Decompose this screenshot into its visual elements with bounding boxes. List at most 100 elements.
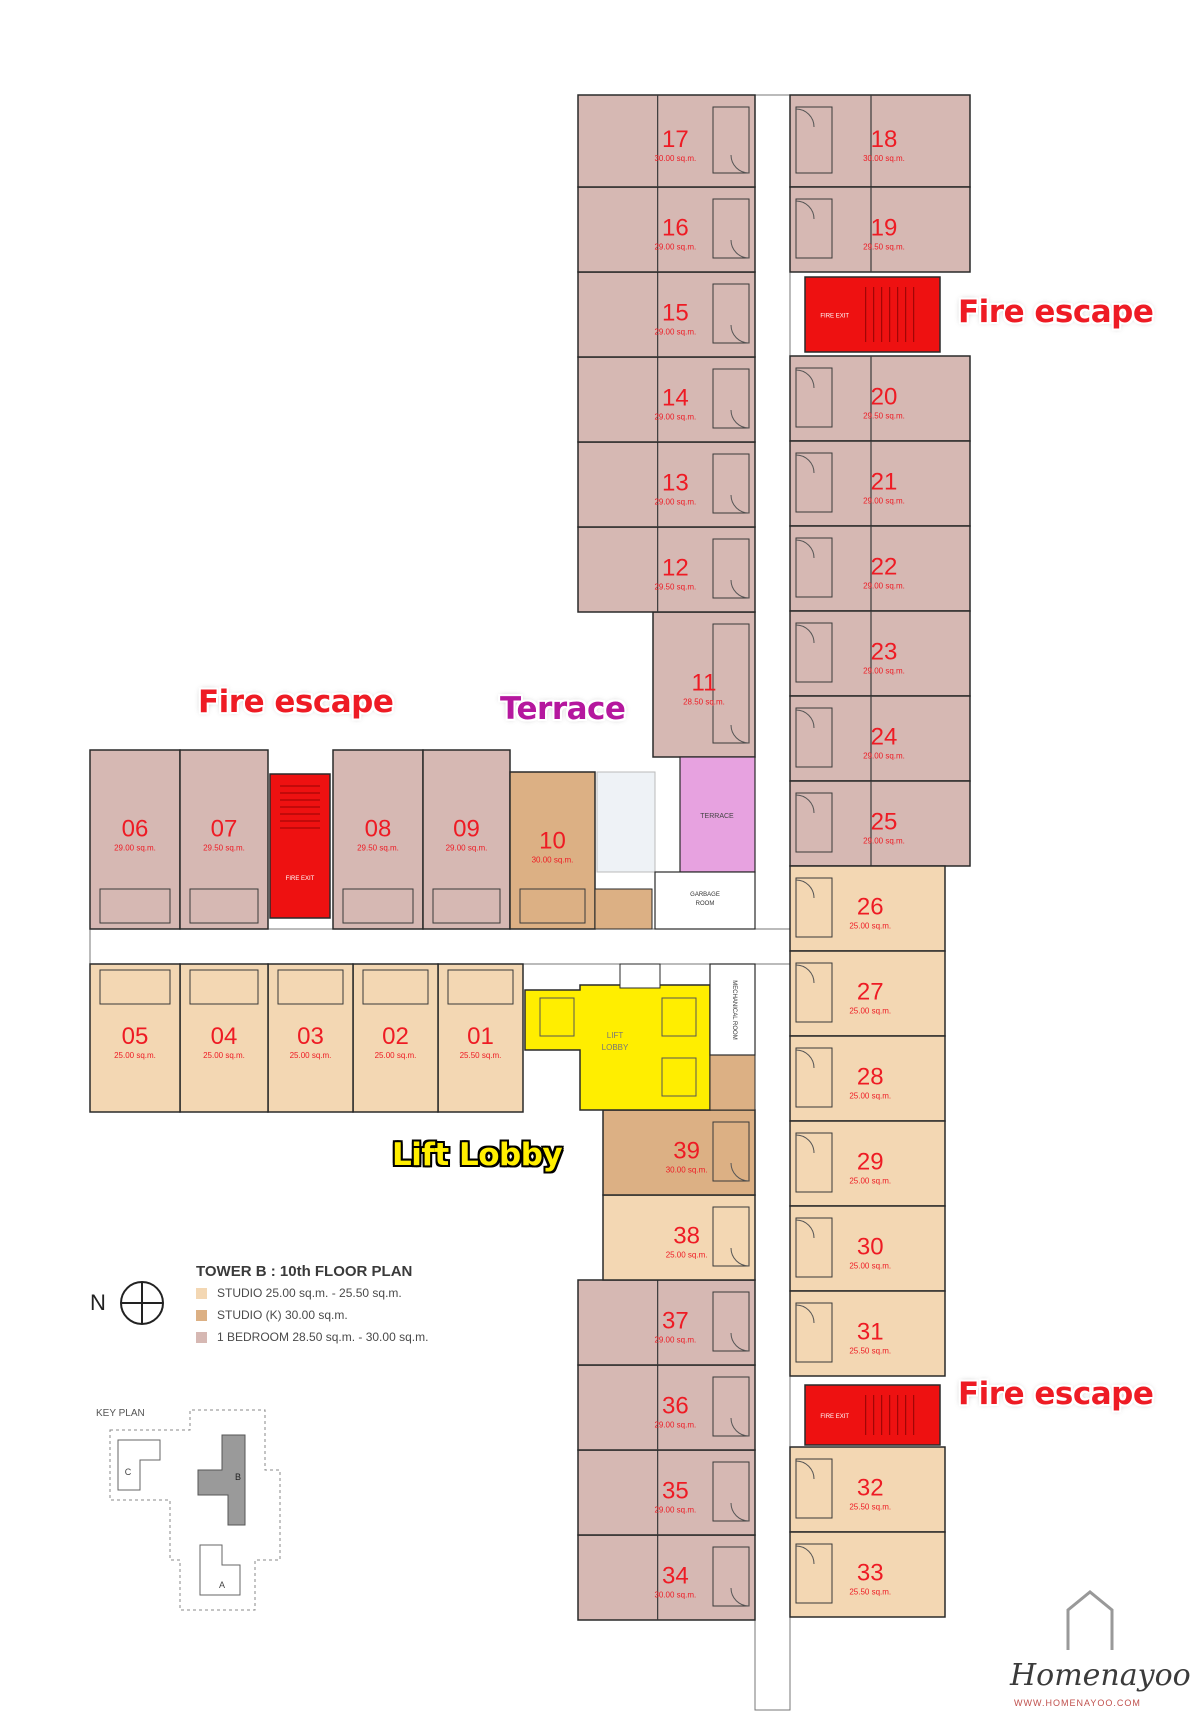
unit-27-number: 27 (857, 979, 884, 1006)
unit-18-door-swing (795, 108, 815, 128)
unit-09-bath (432, 888, 501, 924)
unit-15-area: 29.00 sq.m. (654, 328, 696, 337)
unit-18-bath (795, 106, 833, 174)
unit-29-area: 25.00 sq.m. (849, 1177, 891, 1186)
unit-30-door-swing (795, 1219, 815, 1239)
unit-28-bath (795, 1047, 833, 1108)
unit-12-area: 29.50 sq.m. (654, 583, 696, 592)
unit-24-area: 29.00 sq.m. (863, 752, 905, 761)
unit-04-number: 04 (211, 1023, 238, 1050)
unit-38-area: 25.00 sq.m. (666, 1251, 708, 1260)
legend-title: TOWER B : 10th FLOOR PLAN (196, 1263, 412, 1280)
unit-25-area: 29.00 sq.m. (863, 837, 905, 846)
unit-24-number: 24 (871, 724, 898, 751)
key-plan-block-b (197, 1434, 246, 1526)
unit-19-area: 29.50 sq.m. (863, 243, 905, 252)
unit-32-number: 32 (857, 1475, 884, 1502)
fire-exit-west: FIRE EXIT (269, 773, 331, 919)
unit-21-number: 21 (871, 469, 898, 496)
unit-39-door-swing (730, 1162, 750, 1182)
unit-32-area: 25.50 sq.m. (849, 1503, 891, 1512)
garbage-label-1: GARBAGE (690, 892, 720, 898)
unit-39-bath (712, 1121, 750, 1182)
unit-11-area: 28.50 sq.m. (683, 698, 725, 707)
terrace-open-void (596, 771, 656, 873)
unit-18-room (789, 94, 971, 188)
unit-26-number: 26 (857, 894, 884, 921)
unit-05-area: 25.00 sq.m. (114, 1051, 156, 1060)
unit-22-door-swing (795, 539, 815, 559)
unit-36-bath (712, 1376, 750, 1437)
unit-17-area: 30.00 sq.m. (654, 154, 696, 163)
unit-07-area: 29.50 sq.m. (203, 844, 245, 853)
unit-12-number: 12 (662, 555, 689, 582)
legend-row-studio: STUDIO 25.00 sq.m. - 25.50 sq.m. (196, 1286, 402, 1300)
legend-row-one-bedroom: 1 BEDROOM 28.50 sq.m. - 30.00 sq.m. (196, 1330, 428, 1344)
key-plan-site-boundary (109, 1409, 281, 1611)
unit-02-room (352, 963, 439, 1113)
unit-17-room (577, 94, 756, 188)
legend-label-studio-k: STUDIO (K) 30.00 sq.m. (217, 1308, 348, 1322)
unit-01-area: 25.50 sq.m. (460, 1051, 502, 1060)
unit-06-number: 06 (122, 816, 149, 843)
lift-car-2 (661, 997, 697, 1037)
unit-31-area: 25.50 sq.m. (849, 1347, 891, 1356)
legend-swatch-studio-k (196, 1309, 207, 1321)
legend-row-studio-k: STUDIO (K) 30.00 sq.m. (196, 1308, 348, 1322)
unit-12-door-swing (730, 579, 750, 599)
west-corridor (89, 928, 791, 965)
legend-label-one-bedroom: 1 BEDROOM 28.50 sq.m. - 30.00 sq.m. (217, 1330, 429, 1344)
unit-16-bath (712, 198, 750, 259)
unit-08-number: 08 (365, 816, 392, 843)
unit-24-door-swing (795, 709, 815, 729)
unit-35-bath (712, 1461, 750, 1522)
mechanical-room-box (709, 963, 756, 1056)
unit-07-bath (189, 888, 259, 924)
terrace-label: TERRACE (700, 813, 734, 820)
unit-13-area: 29.00 sq.m. (654, 498, 696, 507)
unit-18-area: 30.00 sq.m. (863, 154, 905, 163)
unit-17-number: 17 (662, 126, 689, 153)
unit-37-number: 37 (662, 1308, 689, 1335)
unit-13-bath (712, 453, 750, 514)
unit-10-bath (519, 888, 586, 924)
unit-14-door-swing (730, 409, 750, 429)
lift-lobby-label-2: LOBBY (602, 1043, 629, 1052)
unit-35-door-swing (730, 1502, 750, 1522)
unit-16-number: 16 (662, 215, 689, 242)
north-label: N (90, 1290, 106, 1315)
fire-exit-north: FIRE EXIT (804, 276, 941, 353)
unit-05-room (89, 963, 181, 1113)
unit-23-door-swing (795, 624, 815, 644)
unit-15-number: 15 (662, 300, 689, 327)
key-plan-block-c (117, 1439, 161, 1491)
unit-33-area: 25.50 sq.m. (849, 1588, 891, 1597)
unit-08-area: 29.50 sq.m. (357, 844, 399, 853)
callout-lift-lobby: Lift Lobby (392, 1137, 563, 1173)
unit-05-bath (99, 969, 171, 1005)
unit-10-room (509, 771, 596, 930)
unit-07-number: 07 (211, 816, 238, 843)
key-plan-label-a: A (219, 1580, 225, 1590)
unit-26-bath (795, 877, 833, 938)
lift-side-room (709, 1054, 756, 1111)
service-room-k (594, 888, 653, 930)
unit-02-area: 25.00 sq.m. (375, 1051, 417, 1060)
unit-23-bath (795, 622, 833, 683)
unit-28-door-swing (795, 1049, 815, 1069)
